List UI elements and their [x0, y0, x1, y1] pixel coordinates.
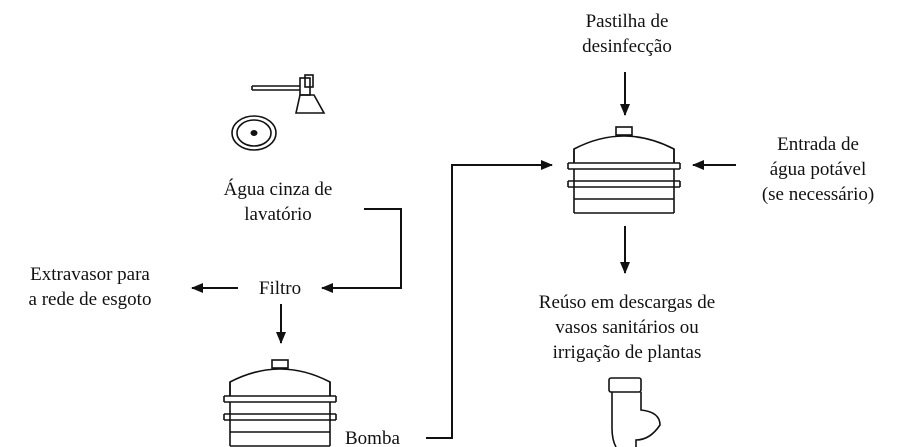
faucet-icon — [251, 74, 326, 114]
toilet-icon — [608, 377, 661, 447]
drain-icon — [231, 115, 277, 151]
potable-water-label: Entrada de — [777, 134, 859, 155]
water-tank-icon — [567, 126, 681, 214]
overflow-label: a rede de esgoto — [29, 289, 152, 310]
reuse-label: irrigação de plantas — [553, 342, 702, 363]
potable-water-label: (se necessário) — [762, 184, 874, 205]
pump-label: Bomba — [345, 428, 400, 447]
reuse-label: vasos sanitários ou — [555, 317, 699, 338]
water-tank-icon — [223, 359, 337, 447]
tablet-label: Pastilha de — [586, 11, 669, 32]
reuse-label: Reúso em descargas de — [539, 292, 715, 313]
overflow-label: Extravasor para — [30, 264, 150, 285]
sink-source-label: lavatório — [244, 204, 312, 225]
tablet-label: desinfecção — [582, 36, 672, 57]
potable-water-label: água potável — [770, 159, 867, 180]
sink-to-filter-arrow — [321, 208, 402, 293]
sink-source-label: Água cinza de — [224, 178, 333, 200]
pump-to-tank-arrow — [426, 160, 553, 439]
filter-label: Filtro — [259, 278, 301, 299]
